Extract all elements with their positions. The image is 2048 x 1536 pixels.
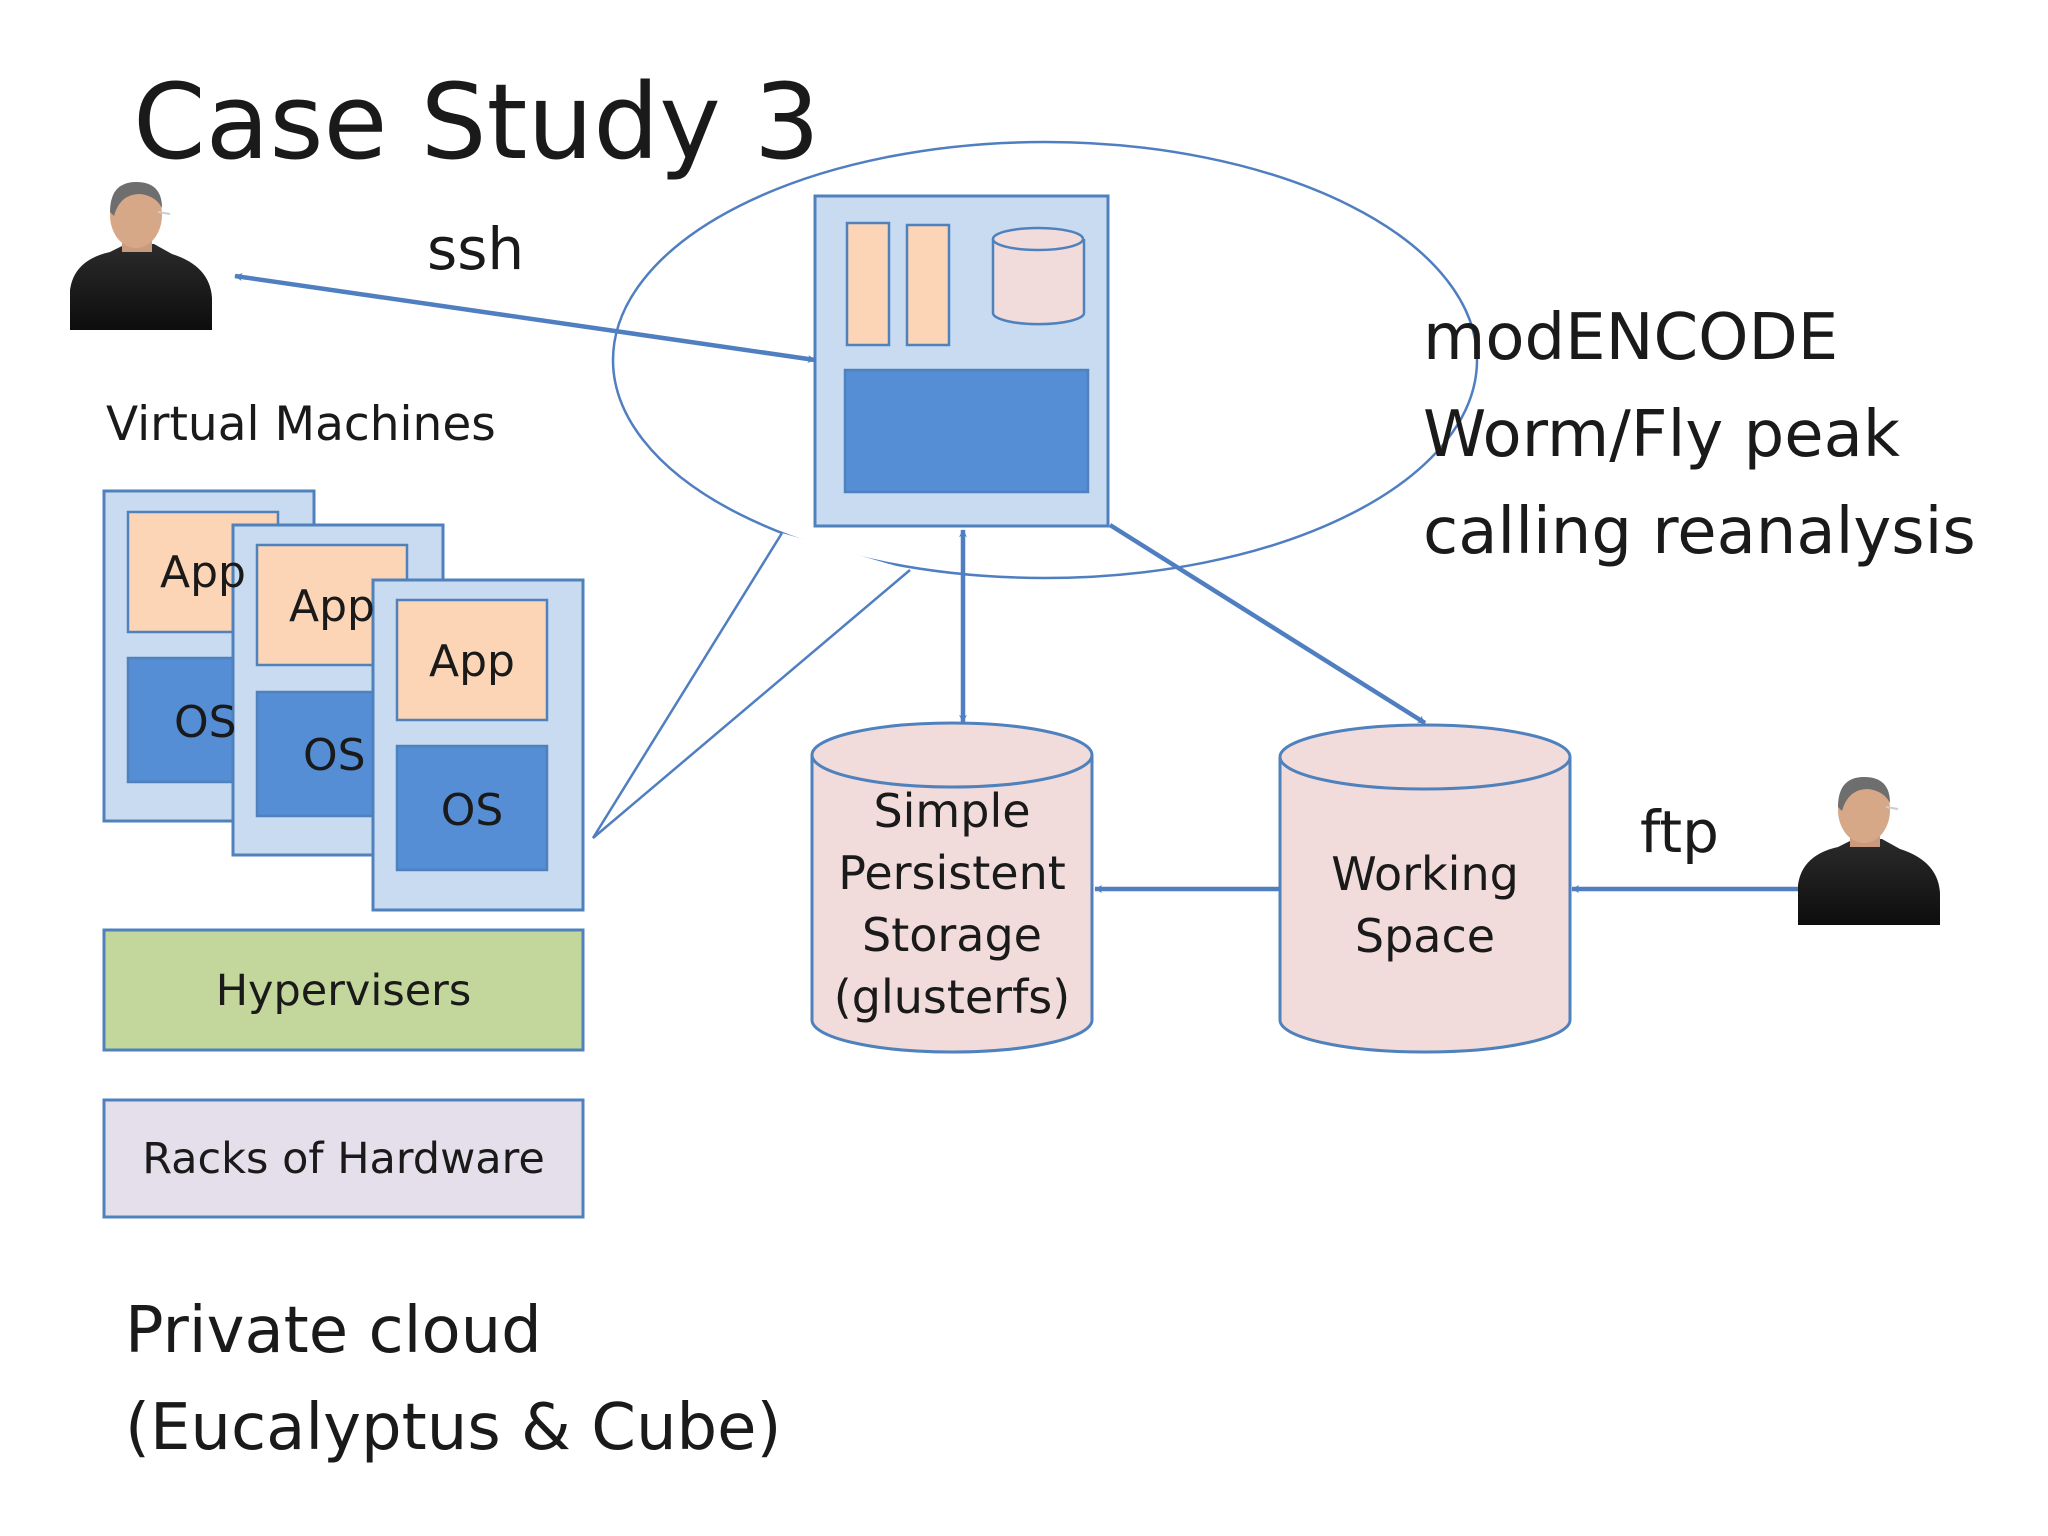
app-slot-1 bbox=[845, 221, 891, 347]
os-slot bbox=[843, 368, 1090, 494]
person-icon bbox=[1798, 777, 1940, 925]
storage-label-line: Storage bbox=[862, 908, 1042, 962]
working-space-label: Working Space bbox=[1280, 843, 1570, 967]
persistent-storage-label: Simple Persistent Storage (glusterfs) bbox=[812, 780, 1092, 1028]
hardware-label: Racks of Hardware bbox=[142, 1134, 545, 1184]
vm-os-label: OS bbox=[174, 697, 237, 748]
person-icon bbox=[70, 182, 212, 330]
footer-caption: Private cloud (Eucalyptus & Cube) bbox=[125, 1283, 781, 1477]
vm-app-label: App bbox=[160, 547, 246, 598]
app-slot-2 bbox=[905, 223, 951, 347]
hardware-box bbox=[102, 1098, 585, 1219]
slide-title: Case Study 3 bbox=[133, 61, 821, 183]
footer-line: (Eucalyptus & Cube) bbox=[125, 1391, 782, 1465]
storage-label-line: Simple bbox=[873, 784, 1031, 838]
hypervisers-box bbox=[102, 928, 585, 1052]
persistent-storage-cylinder bbox=[810, 721, 1094, 1054]
vm-os-label: OS bbox=[440, 785, 504, 836]
footer-line: Private cloud bbox=[125, 1294, 542, 1368]
vm-detail bbox=[813, 194, 1110, 528]
ssh-arrow bbox=[234, 273, 816, 363]
project-description: modENCODE Worm/Fly peak calling reanalys… bbox=[1423, 290, 1976, 581]
storage-label-line: (glusterfs) bbox=[833, 970, 1071, 1024]
vm-section-label: Virtual Machines bbox=[106, 397, 496, 452]
vm-stack bbox=[102, 489, 585, 912]
project-line: modENCODE bbox=[1423, 301, 1839, 375]
working-space-cylinder bbox=[1278, 723, 1572, 1054]
vm-workspace-arrow bbox=[1108, 523, 1427, 725]
storage-label-line: Space bbox=[1354, 909, 1496, 963]
project-line: calling reanalysis bbox=[1423, 495, 1976, 569]
database-icon bbox=[991, 226, 1086, 326]
storage-label-line: Working bbox=[1331, 847, 1519, 901]
hypervisers-label: Hypervisers bbox=[215, 966, 472, 1016]
ssh-label: ssh bbox=[427, 215, 525, 283]
vm-app-label: App bbox=[289, 581, 375, 632]
vm-os-label: OS bbox=[303, 730, 366, 781]
ftp-label: ftp bbox=[1640, 798, 1719, 866]
project-line: Worm/Fly peak bbox=[1423, 398, 1900, 472]
storage-label-line: Persistent bbox=[838, 846, 1066, 900]
vm-app-label: App bbox=[429, 636, 515, 687]
